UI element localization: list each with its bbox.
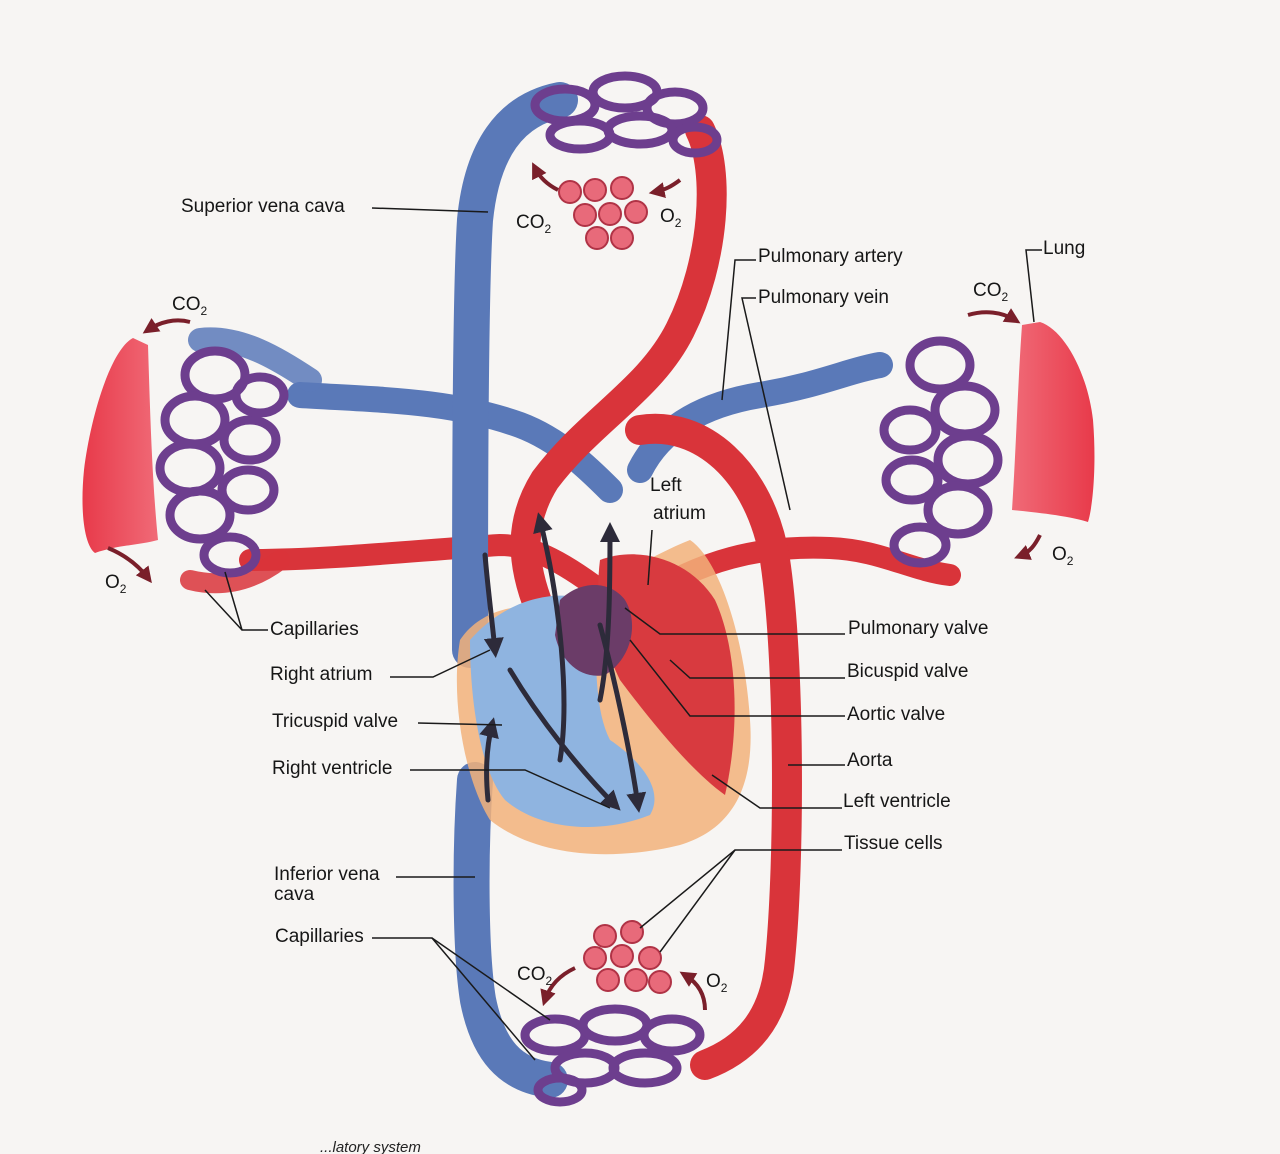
o2-label-top: O2	[660, 206, 682, 230]
pulmonary-artery-label: Pulmonary artery	[758, 246, 903, 267]
left-atrium-label-line2: atrium	[653, 503, 706, 524]
aortic-valve-label: Aortic valve	[847, 704, 945, 725]
o2-label-left: O2	[105, 572, 127, 596]
lung-label: Lung	[1043, 238, 1085, 259]
gas-labels: CO2 O2 CO2 O2 CO2 O2 CO2 O2	[105, 206, 1074, 995]
left-atrium-label-line1: Left	[650, 475, 682, 496]
o2-label-bottom: O2	[706, 971, 728, 995]
leader-lines	[204, 207, 1042, 1061]
upper-tissue-cells	[558, 176, 648, 250]
co2-label-bottom: CO2	[517, 964, 553, 988]
right-lung	[1012, 322, 1095, 522]
lower-capillaries	[520, 1004, 705, 1107]
tricuspid-valve-label: Tricuspid valve	[272, 711, 398, 732]
caption-fragment: ...latory system	[320, 1139, 421, 1154]
body-capillaries-label: Capillaries	[275, 926, 364, 947]
co2-label-left: CO2	[172, 294, 208, 318]
inferior-vena-cava-label-line1: Inferior vena	[274, 864, 380, 885]
inferior-vena-cava-label-line2: cava	[274, 884, 315, 905]
left-ventricle-label: Left ventricle	[843, 791, 951, 812]
pulmonary-vein-label: Pulmonary vein	[758, 287, 889, 308]
co2-label-right: CO2	[973, 280, 1009, 304]
left-pulmonary-vessels	[180, 327, 623, 601]
labels: Superior vena cava Pulmonary artery Pulm…	[181, 196, 1085, 947]
left-lung-capillaries	[155, 346, 289, 578]
tissue-cells-label: Tissue cells	[844, 833, 943, 854]
flow-arrows	[479, 512, 647, 813]
o2-label-right: O2	[1052, 544, 1074, 568]
aorta-label: Aorta	[847, 750, 893, 771]
lower-tissue-cells	[583, 920, 672, 994]
upper-capillaries	[530, 71, 722, 158]
gas-exchange-arrows	[107, 162, 1042, 1011]
right-atrium-label: Right atrium	[270, 664, 372, 685]
lung-capillaries-label: Capillaries	[270, 619, 359, 640]
co2-label-top: CO2	[516, 212, 552, 236]
bicuspid-valve-label: Bicuspid valve	[847, 661, 968, 682]
superior-vena-cava-label: Superior vena cava	[181, 196, 345, 217]
systemic-vessels	[452, 82, 802, 1098]
heart	[456, 540, 751, 855]
left-lung	[82, 338, 158, 553]
pulmonary-valve-label: Pulmonary valve	[848, 618, 988, 639]
right-ventricle-label: Right ventricle	[272, 758, 392, 779]
right-lung-capillaries	[879, 336, 1003, 568]
